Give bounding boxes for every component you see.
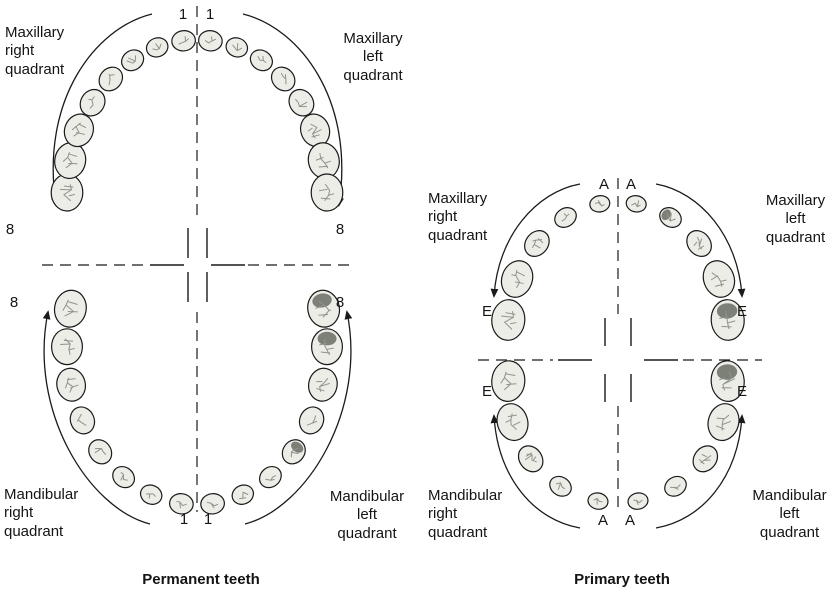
- numbering-arrow-mandibular-right: [42, 310, 151, 525]
- permanent-marker-8-mandibular-left: 8: [335, 294, 345, 311]
- permanent-marker-1-bottom-left-quadrant: 1: [203, 511, 213, 528]
- tooth: [198, 30, 223, 52]
- numbering-arrow-mandibular-left: [244, 310, 353, 525]
- permanent-marker-8-mandibular-right: 8: [9, 294, 19, 311]
- tooth: [549, 475, 572, 497]
- tooth: [659, 207, 682, 228]
- tooth: [500, 260, 534, 298]
- tooth: [50, 328, 84, 366]
- tooth: [307, 289, 341, 328]
- tooth: [53, 289, 87, 328]
- permanent-marker-1-top-right-quadrant: 1: [178, 6, 188, 23]
- primary-marker-E-mandibular-left: E: [736, 383, 747, 400]
- tooth: [587, 492, 609, 510]
- primary-marker-E-mandibular-right: E: [481, 383, 492, 400]
- primary-marker-E-maxillary-left: E: [736, 303, 747, 320]
- tooth: [517, 445, 544, 473]
- tooth-shading: [716, 364, 738, 380]
- tooth: [56, 367, 87, 402]
- tooth: [231, 484, 255, 505]
- tooth-shading: [317, 331, 337, 346]
- permanent-mandibular-right-label: Mandibular right quadrant: [4, 486, 79, 540]
- tooth: [625, 195, 647, 213]
- lettering-arrow-maxillary-left: [655, 183, 746, 298]
- tooth: [589, 195, 611, 213]
- primary-marker-A-top-left-quadrant: A: [625, 176, 636, 193]
- tooth: [702, 260, 736, 298]
- tooth: [169, 493, 194, 515]
- tooth: [664, 475, 687, 497]
- permanent-maxillary-left-label: Maxillary left quadrant: [343, 30, 403, 84]
- tooth: [139, 484, 163, 505]
- primary-maxillary-right-label: Maxillary right quadrant: [428, 190, 488, 244]
- permanent-maxillary-right-label: Maxillary right quadrant: [5, 24, 65, 78]
- primary-teeth-title: Primary teeth: [574, 571, 670, 588]
- tooth: [200, 493, 225, 515]
- tooth: [310, 173, 344, 212]
- permanent-mandibular-arch: [50, 289, 344, 515]
- tooth: [79, 88, 106, 117]
- tooth-shading: [716, 303, 738, 319]
- tooth: [524, 230, 550, 257]
- tooth: [225, 37, 249, 58]
- tooth: [491, 360, 526, 402]
- permanent-mandibular-left-label: Mandibular left quadrant: [329, 488, 405, 542]
- primary-marker-A-bottom-left-quadrant: A: [624, 512, 635, 529]
- tooth: [496, 403, 529, 442]
- primary-marker-E-maxillary-right: E: [481, 303, 492, 320]
- tooth: [145, 37, 169, 58]
- tooth: [710, 299, 745, 341]
- tooth: [298, 406, 325, 435]
- tooth: [281, 439, 306, 465]
- lettering-arrow-mandibular-left: [655, 414, 746, 529]
- primary-maxillary-left-label: Maxillary left quadrant: [765, 192, 826, 246]
- tooth: [258, 465, 282, 489]
- tooth: [88, 439, 113, 465]
- lettering-arrow-maxillary-right: [490, 183, 581, 298]
- primary-marker-A-top-right-quadrant: A: [598, 176, 609, 193]
- tooth: [171, 30, 196, 52]
- tooth: [307, 367, 338, 402]
- tooth: [63, 113, 95, 148]
- permanent-diagram-graphics: [42, 6, 353, 525]
- permanent-marker-1-bottom-right-quadrant: 1: [179, 511, 189, 528]
- lettering-arrow-mandibular-right: [490, 414, 581, 529]
- primary-maxillary-arch: [491, 195, 745, 341]
- tooth: [98, 66, 124, 92]
- tooth: [54, 142, 87, 180]
- tooth: [270, 66, 296, 92]
- tooth: [491, 299, 526, 341]
- permanent-marker-8-maxillary-left: 8: [335, 221, 345, 238]
- primary-mandibular-arch: [491, 360, 745, 510]
- tooth: [50, 173, 84, 212]
- tooth: [288, 88, 315, 117]
- tooth: [121, 49, 145, 72]
- tooth: [310, 328, 344, 366]
- tooth: [69, 406, 96, 435]
- tooth: [686, 230, 712, 257]
- primary-marker-A-bottom-right-quadrant: A: [597, 512, 608, 529]
- tooth: [707, 403, 740, 442]
- numbering-arrow-maxillary-left: [242, 13, 344, 207]
- primary-diagram-graphics: [478, 178, 762, 529]
- tooth: [692, 445, 719, 473]
- tooth: [710, 360, 745, 402]
- primary-mandibular-left-label: Mandibular left quadrant: [752, 487, 827, 541]
- primary-mandibular-right-label: Mandibular right quadrant: [428, 487, 503, 541]
- permanent-teeth-title: Permanent teeth: [142, 571, 260, 588]
- tooth: [627, 492, 649, 510]
- tooth-shading: [312, 293, 332, 308]
- numbering-arrow-maxillary-right: [51, 13, 153, 207]
- permanent-marker-1-top-left-quadrant: 1: [205, 6, 215, 23]
- tooth: [112, 465, 136, 489]
- permanent-maxillary-arch: [50, 30, 344, 212]
- tooth: [249, 49, 273, 72]
- tooth: [554, 207, 577, 228]
- permanent-marker-8-maxillary-right: 8: [5, 221, 15, 238]
